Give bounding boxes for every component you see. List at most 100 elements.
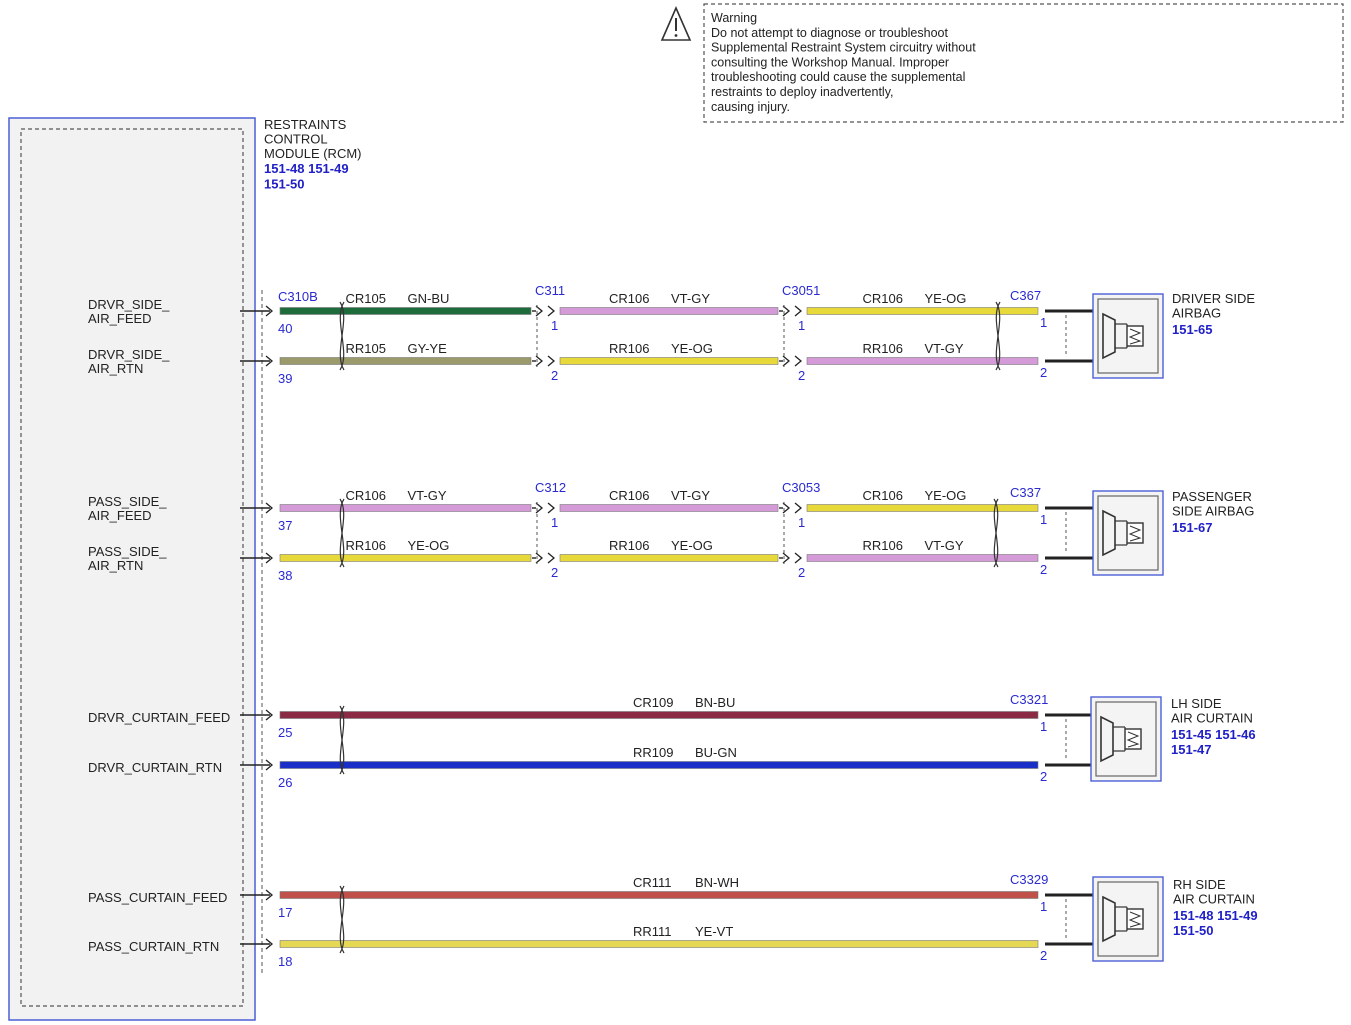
airbag-squib-icon[interactable] bbox=[1090, 696, 1162, 782]
twisted-pair-symbol bbox=[993, 498, 999, 568]
wire-color-code: VT-GY bbox=[925, 341, 964, 356]
wire-ye-og[interactable] bbox=[559, 357, 779, 365]
circuit-number: CR109 bbox=[633, 695, 673, 710]
pin-arrow bbox=[547, 552, 556, 564]
component-reference: 151-48 151-49 bbox=[1173, 908, 1258, 923]
pin-arrow bbox=[782, 502, 791, 514]
wire-color-code: YE-OG bbox=[408, 538, 450, 553]
wire-color-code: YE-OG bbox=[925, 291, 967, 306]
pin-arrow bbox=[535, 355, 544, 367]
warning-text-line: Supplemental Restraint System circuitry … bbox=[711, 41, 976, 55]
wire-vt-gy[interactable] bbox=[806, 357, 1039, 365]
airbag-squib-icon[interactable] bbox=[1092, 876, 1164, 962]
wire-vt-gy[interactable] bbox=[806, 554, 1039, 562]
circuit-number: CR106 bbox=[863, 291, 903, 306]
module-pin-number: 17 bbox=[278, 905, 292, 920]
wire-ye-og[interactable] bbox=[559, 554, 779, 562]
wire-color-code: YE-VT bbox=[695, 924, 733, 939]
end-connector-pin: 1 bbox=[1040, 719, 1047, 734]
wire-color-code: YE-OG bbox=[671, 538, 713, 553]
inline-connector-pin: 1 bbox=[551, 515, 558, 530]
component-reference: 151-45 151-46 bbox=[1171, 727, 1256, 742]
component-name: RH SIDE bbox=[1173, 877, 1226, 892]
warning-text-line: causing injury. bbox=[711, 100, 790, 114]
wire-gn-bu[interactable] bbox=[279, 307, 532, 315]
wire-color-code: VT-GY bbox=[925, 538, 964, 553]
end-connector-label: C337 bbox=[1010, 485, 1041, 500]
module-pin-label: DRVR_CURTAIN_FEED bbox=[88, 710, 230, 725]
pin-arrow bbox=[535, 305, 544, 317]
module-name-line: CONTROL bbox=[264, 132, 328, 147]
module-name-line: RESTRAINTS bbox=[264, 117, 347, 132]
pin-arrow bbox=[265, 355, 274, 367]
wire-ye-og[interactable] bbox=[806, 504, 1039, 512]
inline-connector-pin: 2 bbox=[798, 565, 805, 580]
module-pin-label: PASS_CURTAIN_FEED bbox=[88, 890, 227, 905]
module-pin-label: PASS_SIDE_ bbox=[88, 494, 167, 509]
component-name: AIR CURTAIN bbox=[1171, 711, 1253, 726]
airbag-squib-icon[interactable] bbox=[1092, 293, 1164, 379]
circuit-number: RR106 bbox=[609, 341, 649, 356]
pin-arrow bbox=[265, 938, 274, 950]
end-connector-pin: 2 bbox=[1040, 562, 1047, 577]
pin-arrow bbox=[265, 709, 274, 721]
wire-color-code: VT-GY bbox=[671, 488, 710, 503]
rcm-module-inner-outline bbox=[20, 128, 244, 1007]
airbag-squib-icon[interactable] bbox=[1092, 490, 1164, 576]
pin-arrow bbox=[794, 305, 803, 317]
wire-color-code: VT-GY bbox=[408, 488, 447, 503]
wire-ye-og[interactable] bbox=[806, 307, 1039, 315]
component-reference: 151-47 bbox=[1171, 742, 1211, 757]
wire-ye-vt[interactable] bbox=[279, 940, 1039, 948]
wire-color-code: YE-OG bbox=[925, 488, 967, 503]
wire-color-code: BU-GN bbox=[695, 745, 737, 760]
pin-arrow bbox=[794, 502, 803, 514]
wire-color-code: GY-YE bbox=[408, 341, 448, 356]
inline-connector-label: C311 bbox=[535, 283, 565, 298]
pin-arrow bbox=[535, 502, 544, 514]
pin-arrow bbox=[782, 355, 791, 367]
circuit-number: CR106 bbox=[609, 291, 649, 306]
module-pin-label: DRVR_SIDE_ bbox=[88, 297, 170, 312]
inline-connector-label: C312 bbox=[535, 480, 566, 495]
circuit-number: RR109 bbox=[633, 745, 673, 760]
warning-text-line: troubleshooting could cause the suppleme… bbox=[711, 70, 965, 84]
circuit-number: RR105 bbox=[346, 341, 386, 356]
pin-arrow bbox=[794, 552, 803, 564]
inline-connector-label: C3051 bbox=[782, 283, 820, 298]
inline-connector-pin: 1 bbox=[551, 318, 558, 333]
wire-ye-og[interactable] bbox=[279, 554, 532, 562]
circuit-number: RR106 bbox=[863, 341, 903, 356]
wire-bu-gn[interactable] bbox=[279, 761, 1039, 769]
circuit-number: RR106 bbox=[609, 538, 649, 553]
inline-connector-pin: 2 bbox=[551, 565, 558, 580]
pin-arrow bbox=[265, 889, 274, 901]
pin-arrow bbox=[535, 552, 544, 564]
wire-bn-wh[interactable] bbox=[279, 891, 1039, 899]
module-pin-number: 26 bbox=[278, 775, 292, 790]
end-connector-pin: 1 bbox=[1040, 315, 1047, 330]
circuit-number: RR106 bbox=[863, 538, 903, 553]
wire-vt-gy[interactable] bbox=[279, 504, 532, 512]
wire-vt-gy[interactable] bbox=[559, 504, 779, 512]
pin-arrow bbox=[547, 305, 556, 317]
wire-vt-gy[interactable] bbox=[559, 307, 779, 315]
circuit-number: CR111 bbox=[633, 875, 672, 890]
wire-bn-bu[interactable] bbox=[279, 711, 1039, 719]
wire-color-code: BN-WH bbox=[695, 875, 739, 890]
wire-gy-ye[interactable] bbox=[279, 357, 532, 365]
pin-arrow bbox=[265, 502, 274, 514]
warning-title: Warning bbox=[711, 11, 757, 25]
pin-arrow bbox=[265, 759, 274, 771]
component-reference: 151-67 bbox=[1172, 520, 1212, 535]
module-pin-number: 37 bbox=[278, 518, 292, 533]
inline-connector-pin: 2 bbox=[551, 368, 558, 383]
component-name: SIDE AIRBAG bbox=[1172, 504, 1254, 519]
circuit-number: CR105 bbox=[346, 291, 386, 306]
component-name: AIR CURTAIN bbox=[1173, 892, 1255, 907]
twisted-pair-symbol bbox=[339, 301, 345, 371]
component-name: LH SIDE bbox=[1171, 696, 1222, 711]
